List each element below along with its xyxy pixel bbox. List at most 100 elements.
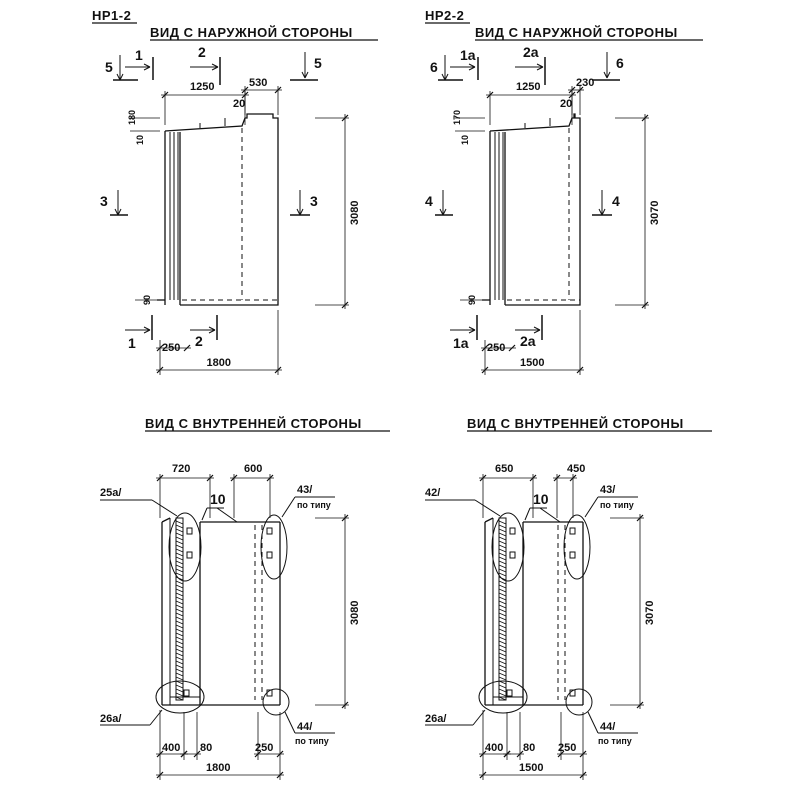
dimension-tick bbox=[503, 750, 511, 758]
arrow-head bbox=[441, 73, 446, 81]
hatch-line bbox=[498, 636, 507, 641]
cut-label: 1 bbox=[128, 335, 136, 351]
panel-mark: НР2-2 bbox=[425, 8, 464, 23]
width-dimension: 1500 bbox=[519, 762, 543, 774]
dimension-tick bbox=[479, 750, 487, 758]
hatch-line bbox=[175, 632, 184, 637]
hatch-line bbox=[175, 656, 184, 661]
leader bbox=[539, 507, 561, 523]
callout-label: 43/ bbox=[297, 484, 312, 496]
hatch-line bbox=[498, 596, 507, 601]
hatch-line bbox=[175, 568, 184, 573]
hatch-line bbox=[175, 668, 184, 673]
callout-oval bbox=[478, 680, 528, 714]
hatch-line bbox=[175, 620, 184, 625]
arrow-head bbox=[533, 326, 541, 331]
hatch-line bbox=[498, 620, 507, 625]
hatch-line bbox=[498, 572, 507, 577]
leader bbox=[587, 711, 599, 734]
width-dimension: 1500 bbox=[520, 357, 544, 369]
hatch-line bbox=[498, 628, 507, 633]
hatch-line bbox=[498, 548, 507, 553]
hatch-line bbox=[498, 584, 507, 589]
hatch-line bbox=[175, 688, 184, 693]
cut-label: 2 bbox=[198, 44, 206, 60]
callout-label: 26а/ bbox=[425, 713, 446, 725]
callout-label: 26а/ bbox=[100, 713, 121, 725]
hatch-line bbox=[498, 608, 507, 613]
section-label: 6 bbox=[430, 59, 438, 75]
hatch-line bbox=[498, 588, 507, 593]
hatch-line bbox=[175, 520, 184, 525]
arrow-head bbox=[304, 71, 309, 79]
hatch-line bbox=[175, 580, 184, 585]
hatch-line bbox=[175, 612, 184, 617]
hatch-line bbox=[175, 524, 184, 529]
dimension-label: 180 bbox=[127, 110, 137, 125]
callout-circle bbox=[262, 688, 290, 716]
height-dimension: 3080 bbox=[349, 201, 361, 225]
arrow-head bbox=[442, 208, 447, 216]
cut-label: 1 bbox=[135, 47, 143, 63]
embedded-plate bbox=[266, 551, 273, 559]
callout-note: по типу bbox=[598, 736, 632, 746]
embedded-plate bbox=[186, 527, 193, 535]
hatch-line bbox=[175, 616, 184, 621]
hatch-line bbox=[498, 520, 507, 525]
hatch-line bbox=[498, 660, 507, 665]
dimension-tick bbox=[579, 771, 587, 779]
arrow-head bbox=[211, 63, 219, 68]
arrow-head bbox=[301, 71, 306, 79]
callout-oval bbox=[563, 514, 591, 580]
view-title: ВИД С НАРУЖНОЙ СТОРОНЫ bbox=[150, 25, 353, 40]
callout-label: 44/ bbox=[297, 721, 312, 733]
hatch-line bbox=[498, 632, 507, 637]
arrow-head bbox=[536, 63, 544, 68]
arrow-head bbox=[116, 73, 121, 81]
hatch-line bbox=[175, 584, 184, 589]
hatch-line bbox=[175, 556, 184, 561]
hatch-line bbox=[498, 640, 507, 645]
hatch-line bbox=[498, 532, 507, 537]
hatch-line bbox=[175, 604, 184, 609]
section-label: 4 bbox=[425, 193, 433, 209]
arrow-head bbox=[114, 208, 119, 216]
dimension-tick bbox=[276, 750, 284, 758]
view-title: ВИД С НАРУЖНОЙ СТОРОНЫ bbox=[475, 25, 678, 40]
view-title: ВИД С ВНУТРЕННЕЙ СТОРОНЫ bbox=[145, 416, 362, 431]
view-title: ВИД С ВНУТРЕННЕЙ СТОРОНЫ bbox=[467, 416, 684, 431]
arrow-head bbox=[439, 208, 444, 216]
dimension-label: 600 bbox=[244, 463, 262, 475]
hatch-line bbox=[498, 668, 507, 673]
leader bbox=[201, 507, 208, 521]
hatch-line bbox=[175, 608, 184, 613]
hatch-line bbox=[175, 628, 184, 633]
dimension-tick bbox=[156, 771, 164, 779]
dimension-tick bbox=[276, 771, 284, 779]
hatch-line bbox=[175, 624, 184, 629]
hatch-line bbox=[498, 676, 507, 681]
dimension-label: 10 bbox=[135, 135, 145, 145]
hatch-line bbox=[175, 528, 184, 533]
hatch-line bbox=[175, 676, 184, 681]
cut-label: 2а bbox=[520, 333, 536, 349]
hatch-line bbox=[498, 616, 507, 621]
dimension-tick bbox=[479, 771, 487, 779]
arrow-head bbox=[143, 329, 151, 334]
arrow-head bbox=[603, 71, 608, 79]
callout-note: по типу bbox=[600, 500, 634, 510]
hatch-line bbox=[498, 600, 507, 605]
embedded-plate bbox=[186, 551, 193, 559]
leader bbox=[216, 507, 238, 523]
hatch-line bbox=[498, 568, 507, 573]
hatch-line bbox=[175, 572, 184, 577]
weld-label: 10 bbox=[210, 491, 226, 507]
hatch-line bbox=[498, 688, 507, 693]
arrow-head bbox=[536, 66, 544, 71]
dimension-label: 400 bbox=[162, 742, 180, 754]
callout-label: 44/ bbox=[600, 721, 615, 733]
height-dimension: 3070 bbox=[649, 201, 661, 225]
